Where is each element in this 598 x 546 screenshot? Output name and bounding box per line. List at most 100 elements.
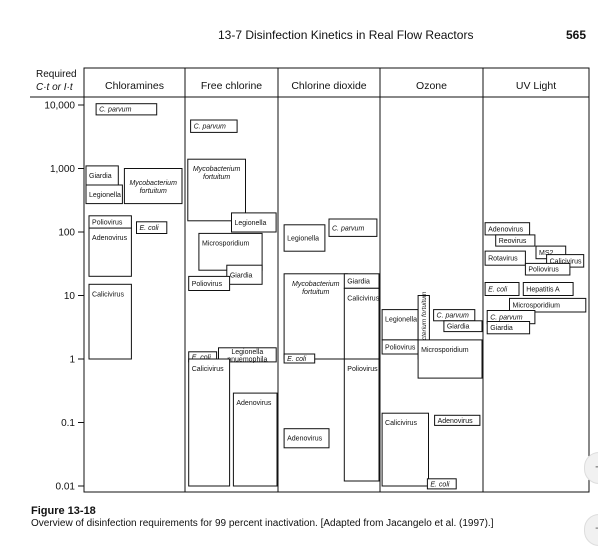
box-legionella	[85, 184, 123, 205]
box-calicivirus-label: Calicivirus	[550, 258, 582, 265]
column-header-ozone: Ozone	[416, 80, 447, 92]
box-giardia-label: Giardia	[89, 173, 112, 180]
box-giardia-label: Giardia	[347, 279, 370, 286]
box-legionella-pnuemophila-label: Legionella	[231, 349, 263, 356]
box-calicivirus	[381, 412, 430, 487]
box-adenovirus-label: Adenovirus	[287, 436, 323, 443]
box-e-coli-label: E. coli	[192, 354, 212, 361]
y-axis-label: C·t or I·t	[36, 82, 74, 93]
box-giardia-label: Giardia	[490, 325, 513, 332]
box-microsporidium-label: Microsporidium	[513, 303, 561, 310]
chart-frame	[83, 67, 590, 493]
box-rotavirus	[484, 250, 526, 266]
box-e-coli-label: E. coli	[140, 225, 160, 232]
box-adenovirus-label: Adenovirus	[236, 400, 272, 407]
box-poliovirus	[343, 358, 380, 482]
box-giardia	[226, 264, 263, 285]
box-poliovirus-label: Poliovirus	[347, 366, 378, 373]
box-mycobacterium-fortuitum-label: Mycobacterium	[193, 166, 241, 173]
box-e-coli	[484, 282, 520, 296]
box-mycobacterium-fortuitum	[123, 168, 183, 205]
box-adenovirus-label: Adenovirus	[438, 418, 474, 425]
box-ms2-label: MS2	[539, 250, 554, 257]
box-mycobacterium-fortuitum-label: fortuitum	[302, 289, 329, 296]
box-calicivirus-label: Calicivirus	[192, 366, 224, 373]
page-number: 565	[566, 28, 587, 42]
box-legionella-label: Legionella	[287, 235, 319, 242]
box-calicivirus-label: Calicivirus	[385, 420, 417, 427]
box-adenovirus-label: Adenovirus	[488, 226, 524, 233]
box-microsporidium	[417, 339, 483, 379]
box-calicivirus-label: Calicivirus	[347, 295, 379, 302]
box-poliovirus	[188, 275, 231, 291]
box-mycobacterium-fortuitum	[187, 158, 247, 222]
box-c-parvum-label: C. parvum	[437, 313, 469, 320]
box-mycobacterium-fortuitum-label: Mycobacterium	[129, 180, 177, 187]
box-rotavirus-label: Rotavirus	[488, 256, 518, 263]
box-legionella-label: Legionella	[385, 317, 417, 324]
box-c-parvum	[95, 103, 158, 116]
y-tick-label: 1	[69, 355, 75, 366]
box-mycobacterium-fortuitum	[283, 273, 348, 360]
column-header-chlorine-dioxide: Chlorine dioxide	[291, 80, 366, 92]
box-mycobacterium-fortuitum-label: fortuitum	[203, 174, 230, 181]
figure-caption: Overview of disinfection requirements fo…	[31, 518, 494, 529]
box-hepatitis-a	[522, 282, 574, 296]
box-c-parvum	[328, 218, 378, 237]
box-giardia-label: Giardia	[447, 324, 470, 331]
y-tick-label: 1,000	[50, 164, 75, 175]
box-poliovirus-label: Poliovirus	[92, 219, 123, 226]
y-tick-label: 0.1	[61, 418, 75, 429]
box-legionella-label: Legionella	[235, 220, 267, 227]
box-legionella	[381, 309, 419, 341]
box-adenovirus	[232, 392, 278, 487]
box-adenovirus	[434, 414, 481, 426]
box-e-coli-label: E. coli	[430, 481, 450, 488]
box-c-parvum-label: C. parvum	[332, 225, 364, 232]
box-microsporidium	[198, 232, 263, 271]
running-header-title: 13-7 Disinfection Kinetics in Real Flow …	[218, 28, 474, 42]
box-adenovirus	[283, 428, 330, 449]
y-tick-label: 10	[64, 291, 76, 302]
box-poliovirus-label: Poliovirus	[528, 267, 559, 274]
box-c-parvum	[190, 119, 238, 133]
box-calicivirus	[88, 283, 132, 360]
column-header-uv-light: UV Light	[516, 80, 556, 92]
column-header-free-chlorine: Free chlorine	[201, 80, 262, 92]
box-e-coli	[136, 221, 168, 235]
box-legionella	[231, 212, 277, 233]
column-header-chloramines: Chloramines	[105, 80, 164, 92]
box-mycobacterium-fortuitum-label: Mycobacterium fortuitum	[421, 291, 428, 363]
box-mycobacterium-fortuitum-label: Mycobacterium	[292, 281, 340, 288]
box-legionella-pnuemophila	[218, 347, 277, 363]
box-microsporidium-label: Microsporidium	[421, 347, 469, 354]
box-adenovirus	[88, 227, 132, 277]
y-axis-label: Required	[36, 69, 77, 80]
figure-number: Figure 13-18	[31, 505, 96, 517]
box-legionella-label: Legionella	[89, 192, 121, 199]
box-c-parvum-label: C. parvum	[490, 315, 522, 322]
box-poliovirus	[524, 262, 571, 276]
box-e-coli	[426, 478, 457, 490]
box-giardia	[443, 320, 483, 333]
y-tick-label: 0.01	[56, 482, 76, 493]
box-e-coli	[283, 353, 316, 364]
box-microsporidium	[509, 297, 587, 313]
box-poliovirus-label: Poliovirus	[385, 344, 416, 351]
box-mycobacterium-fortuitum-label: fortuitum	[140, 188, 167, 195]
box-calicivirus	[188, 358, 231, 487]
box-hepatitis-a-label: Hepatitis A	[526, 287, 560, 294]
box-legionella-pnuemophila-label: pnuemophila	[227, 356, 267, 363]
box-microsporidium-label: Microsporidium	[202, 240, 250, 247]
box-reovirus-label: Reovirus	[499, 238, 527, 245]
box-poliovirus-label: Poliovirus	[192, 281, 223, 288]
y-tick-label: 100	[58, 228, 75, 239]
box-c-parvum-label: C. parvum	[194, 124, 226, 131]
box-e-coli-label: E. coli	[488, 287, 508, 294]
box-calicivirus-label: Calicivirus	[92, 291, 124, 298]
box-giardia	[486, 321, 531, 335]
box-legionella	[283, 224, 326, 252]
box-reovirus	[495, 234, 536, 247]
y-tick-label: 10,000	[44, 101, 75, 112]
box-adenovirus-label: Adenovirus	[92, 235, 128, 242]
